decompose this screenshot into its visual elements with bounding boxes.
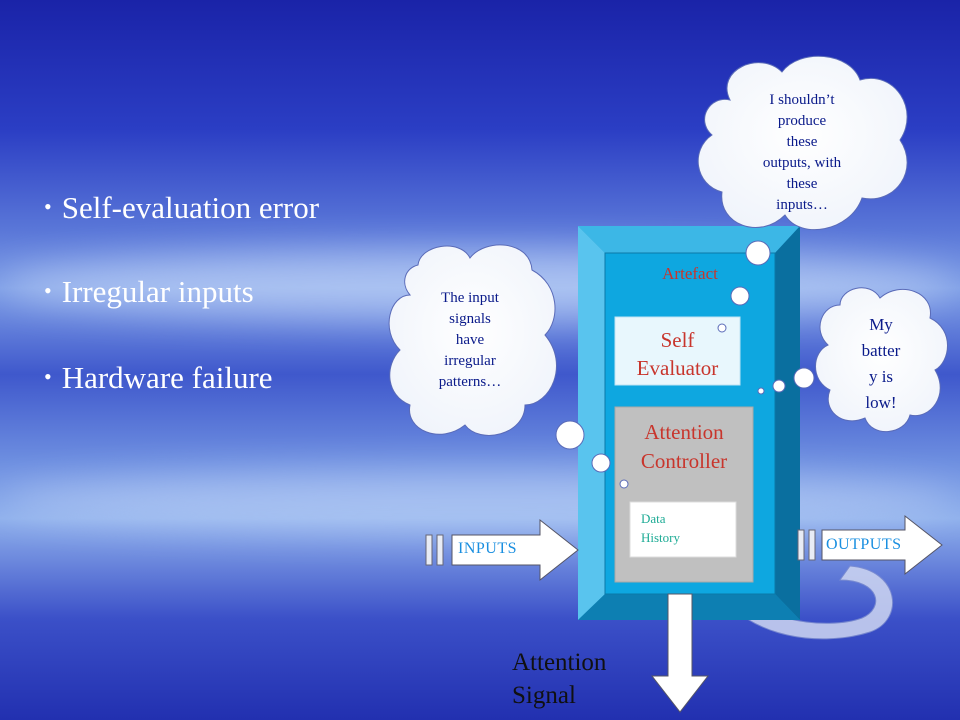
bullet-dot: • <box>44 194 52 219</box>
thought-text-right: My batter y is low! <box>842 312 920 416</box>
attention-signal-arrow <box>650 593 710 713</box>
data-history-line: Data <box>641 511 666 526</box>
thought-line: these <box>786 176 818 192</box>
attention-signal-line: Attention <box>512 649 607 676</box>
thought-line: low! <box>865 393 897 412</box>
data-history-line: History <box>641 530 680 545</box>
thought-line: these <box>786 134 818 150</box>
inputs-label: INPUTS <box>458 540 518 557</box>
thought-line: produce <box>777 113 827 129</box>
thought-line: inputs… <box>776 197 828 213</box>
attention-controller-label: Attention Controller <box>615 418 753 476</box>
bullet-text: Self-evaluation error <box>61 190 320 225</box>
thought-line: irregular <box>444 353 496 369</box>
inputs-arrow <box>425 518 579 582</box>
thought-text-top: I shouldn’t produce these outputs, with … <box>738 90 866 216</box>
bullet-dot: • <box>44 278 52 303</box>
thought-line: have <box>455 332 485 348</box>
data-history-label: Data History <box>641 509 731 547</box>
self-evaluator-label: Self Evaluator <box>615 326 740 382</box>
attention-controller-line: Controller <box>640 449 728 473</box>
thought-bubbles <box>555 240 815 489</box>
thought-line: signals <box>449 311 491 327</box>
attention-controller-line: Attention <box>644 420 724 444</box>
outputs-arrow <box>797 514 943 576</box>
thought-line: patterns… <box>438 374 502 390</box>
bullet-text: Irregular inputs <box>61 274 254 309</box>
bullet-item: • Self-evaluation error <box>44 190 319 226</box>
bullet-text: Hardware failure <box>61 360 273 395</box>
artefact-title: Artefact <box>662 264 718 283</box>
thought-text-left: The input signals have irregular pattern… <box>412 288 528 393</box>
outputs-label: OUTPUTS <box>826 536 902 553</box>
attention-signal-label: Attention Signal <box>512 646 652 712</box>
thought-line: The input <box>441 290 499 306</box>
self-evaluator-line: Self <box>660 328 695 352</box>
thought-cloud-right <box>815 287 948 433</box>
thought-line: batter <box>861 341 901 360</box>
thought-line: My <box>869 315 893 334</box>
thought-line: I shouldn’t <box>769 92 835 108</box>
data-history-panel <box>629 501 737 558</box>
bullet-dot: • <box>44 364 52 389</box>
thought-cloud-left <box>388 244 557 436</box>
thought-line: outputs, with <box>762 155 842 171</box>
thought-line: y is <box>868 367 894 386</box>
attention-signal-line: Signal <box>512 682 576 709</box>
thought-cloud-top <box>697 55 908 231</box>
bullet-item: • Hardware failure <box>44 360 273 396</box>
self-evaluator-line: Evaluator <box>636 356 719 380</box>
bullet-item: • Irregular inputs <box>44 274 254 310</box>
